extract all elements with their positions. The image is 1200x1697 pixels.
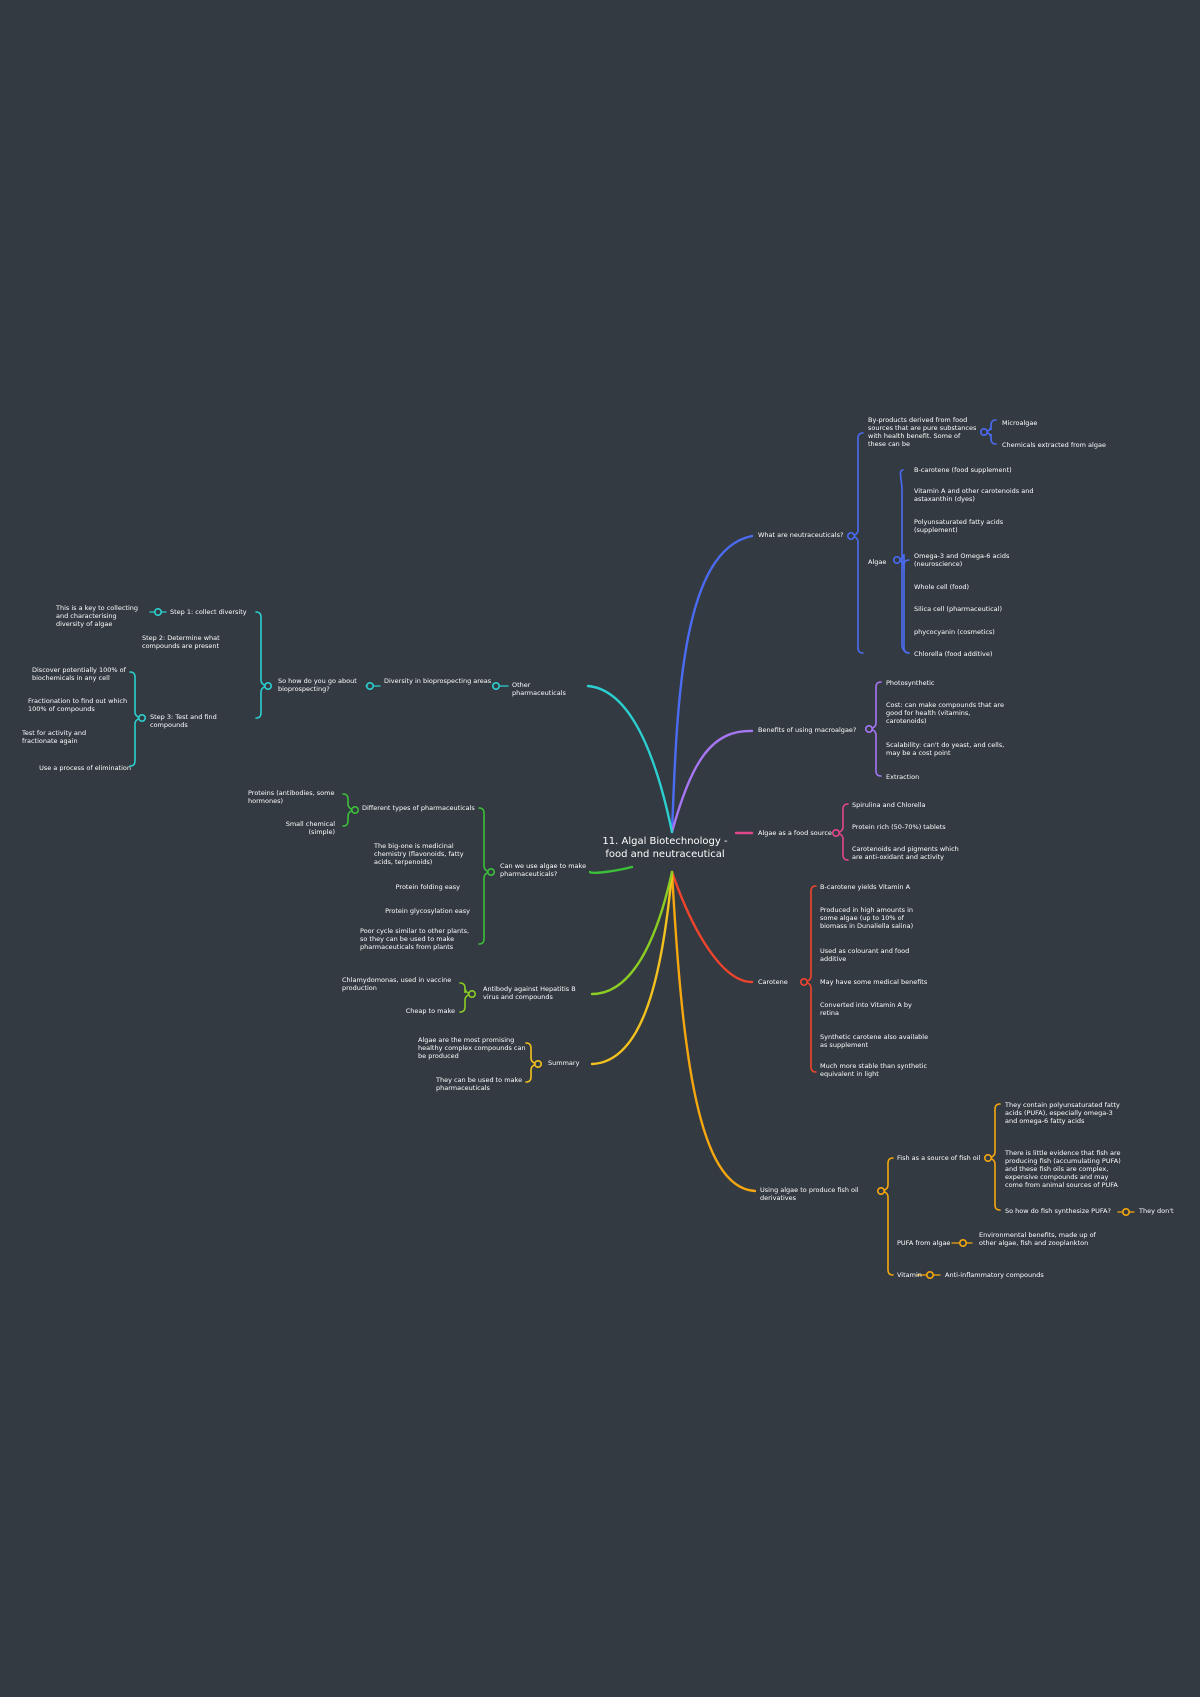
node-algae[interactable]: Algae xyxy=(868,558,887,566)
connector xyxy=(590,870,674,996)
node-v1[interactable]: Anti-inflammatory compounds xyxy=(945,1271,1044,1279)
node-ab1[interactable]: Chlamydomonas, used in vaccine productio… xyxy=(342,976,452,992)
junction-dot xyxy=(1122,1208,1131,1217)
node-st3c[interactable]: Test for activity and fractionate again xyxy=(22,729,87,745)
node-c4[interactable]: May have some medical benefits xyxy=(820,978,928,986)
node-a3[interactable]: Polyunsaturated fatty acids (supplement) xyxy=(914,518,1004,534)
junction-dot xyxy=(831,828,840,837)
junction-dot xyxy=(799,977,808,986)
junction-dot xyxy=(533,1060,542,1069)
node-pufa[interactable]: Using algae to produce fish oil derivati… xyxy=(760,1186,859,1202)
node-fish[interactable]: Fish as a source of fish oil xyxy=(897,1154,981,1162)
node-s1[interactable]: Spirulina and Chlorella xyxy=(852,801,926,809)
junction-dot xyxy=(486,867,495,876)
node-p4[interactable]: Poor cycle similar to other plants, so t… xyxy=(360,927,470,951)
node-b4[interactable]: Extraction xyxy=(886,773,920,781)
junction-dot xyxy=(263,681,272,690)
node-b3[interactable]: Scalability: can't do yeast, and cells, … xyxy=(886,741,1005,757)
junction-dot xyxy=(925,1271,934,1280)
junction-dot xyxy=(876,1187,885,1196)
node-st3a[interactable]: Discover potentially 100% of biochemical… xyxy=(32,666,126,682)
node-a2[interactable]: Vitamin A and other carotenoids and asta… xyxy=(914,487,1034,503)
node-s3[interactable]: Carotenoids and pigments which are anti-… xyxy=(852,845,959,861)
junction-dot xyxy=(467,989,476,998)
node-other[interactable]: Other pharmaceuticals xyxy=(512,681,566,697)
node-a5[interactable]: Whole cell (food) xyxy=(914,583,970,591)
central-topic[interactable]: 11. Algal Biotechnology - food and neutr… xyxy=(602,836,728,860)
junction-dot xyxy=(138,713,147,722)
node-f3[interactable]: So how do fish synthesize PUFA? xyxy=(1005,1207,1111,1215)
node-a8[interactable]: Chlorella (food additive) xyxy=(914,650,993,658)
node-st1[interactable]: Step 1: collect diversity xyxy=(170,608,247,616)
connector xyxy=(670,870,754,984)
node-a1[interactable]: B-carotene (food supplement) xyxy=(914,466,1012,474)
node-a6[interactable]: Silica cell (pharmaceutical) xyxy=(914,605,1003,613)
node-chemicals[interactable]: Chemicals extracted from algae xyxy=(1002,441,1106,449)
junction-dot xyxy=(154,607,163,616)
node-c6[interactable]: Synthetic carotene also available as sup… xyxy=(820,1033,929,1049)
connector xyxy=(670,870,757,1193)
node-microalgae[interactable]: Microalgae xyxy=(1002,419,1038,427)
junction-dot xyxy=(892,555,901,564)
junction-dot xyxy=(864,724,873,733)
junction-dot xyxy=(491,681,500,690)
junction-dot xyxy=(979,427,988,436)
connector xyxy=(670,534,754,834)
node-p1[interactable]: The big-one is medicinal chemistry (flav… xyxy=(374,842,464,866)
node-what[interactable]: What are neutraceuticals? xyxy=(758,531,844,539)
node-a4[interactable]: Omega-3 and Omega-6 acids (neuroscience) xyxy=(914,552,1010,568)
node-spirulina[interactable]: Algae as a food source xyxy=(758,829,832,837)
node-a7[interactable]: phycocyanin (cosmetics) xyxy=(914,628,995,636)
node-c5[interactable]: Converted into Vitamin A by retina xyxy=(820,1001,912,1017)
junction-dot xyxy=(846,531,855,540)
node-antibody[interactable]: Antibody against Hepatitis B virus and c… xyxy=(483,985,576,1001)
node-carotene[interactable]: Carotene xyxy=(758,978,788,986)
node-d2[interactable]: Small chemical (simple) xyxy=(285,820,335,836)
connector xyxy=(899,469,910,654)
connector xyxy=(588,865,634,874)
node-p3[interactable]: Protein glycosylation easy xyxy=(385,907,470,915)
node-p2[interactable]: Protein folding easy xyxy=(395,883,460,891)
node-b2[interactable]: Cost: can make compounds that are good f… xyxy=(886,701,1004,725)
node-summary[interactable]: Summary xyxy=(548,1059,580,1067)
node-s2[interactable]: Protein rich (50-70%) tablets xyxy=(852,823,946,831)
junction-dot xyxy=(365,681,374,690)
node-sm1[interactable]: Algae are the most promising healthy com… xyxy=(418,1036,526,1060)
node-pufaalg[interactable]: PUFA from algae xyxy=(897,1239,951,1247)
junction-dot xyxy=(350,805,359,814)
node-st3[interactable]: Step 3: Test and find compounds xyxy=(150,713,217,729)
node-f2[interactable]: There is little evidence that fish are p… xyxy=(1005,1149,1121,1189)
node-vitamin[interactable]: Vitamin xyxy=(897,1271,922,1279)
node-c2[interactable]: Produced in high amounts in some algae (… xyxy=(820,906,914,930)
node-c7[interactable]: Much more stable than synthetic equivale… xyxy=(820,1062,928,1078)
node-b1[interactable]: Photosynthetic xyxy=(886,679,935,687)
node-f3a[interactable]: They don't xyxy=(1139,1207,1174,1215)
node-pa1[interactable]: Environmental benefits, made up of other… xyxy=(979,1231,1096,1247)
node-c1[interactable]: B-carotene yields Vitamin A xyxy=(820,883,911,891)
node-st1a[interactable]: This is a key to collecting and characte… xyxy=(56,604,139,628)
node-difftypes[interactable]: Different types of pharmaceuticals xyxy=(362,804,475,812)
node-c3[interactable]: Used as colourant and food additive xyxy=(820,947,910,963)
node-benefits[interactable]: Benefits of using macroalgae? xyxy=(758,726,857,734)
junction-dot xyxy=(983,1154,992,1163)
node-st3d[interactable]: Use a process of elimination xyxy=(39,764,131,772)
node-byprod[interactable]: By-products derived from food sources th… xyxy=(868,416,977,448)
connector xyxy=(590,870,674,1066)
node-ab2[interactable]: Cheap to make xyxy=(405,1007,455,1015)
node-diversity[interactable]: Diversity in bioprospecting areas xyxy=(384,677,492,685)
node-st2[interactable]: Step 2: Determine what compounds are pre… xyxy=(142,634,220,650)
node-how[interactable]: So how do you go about bioprospecting? xyxy=(278,677,357,693)
node-sm2[interactable]: They can be used to make pharmaceuticals xyxy=(436,1076,523,1092)
junction-dot xyxy=(958,1239,967,1248)
node-pharma[interactable]: Can we use algae to make pharmaceuticals… xyxy=(500,862,587,878)
connector xyxy=(586,684,674,834)
connector xyxy=(670,729,754,834)
node-d1[interactable]: Proteins (antibodies, some hormones) xyxy=(248,789,335,805)
node-st3b[interactable]: Fractionation to find out which 100% of … xyxy=(28,697,128,713)
node-f1[interactable]: They contain polyunsaturated fatty acids… xyxy=(1005,1101,1120,1125)
